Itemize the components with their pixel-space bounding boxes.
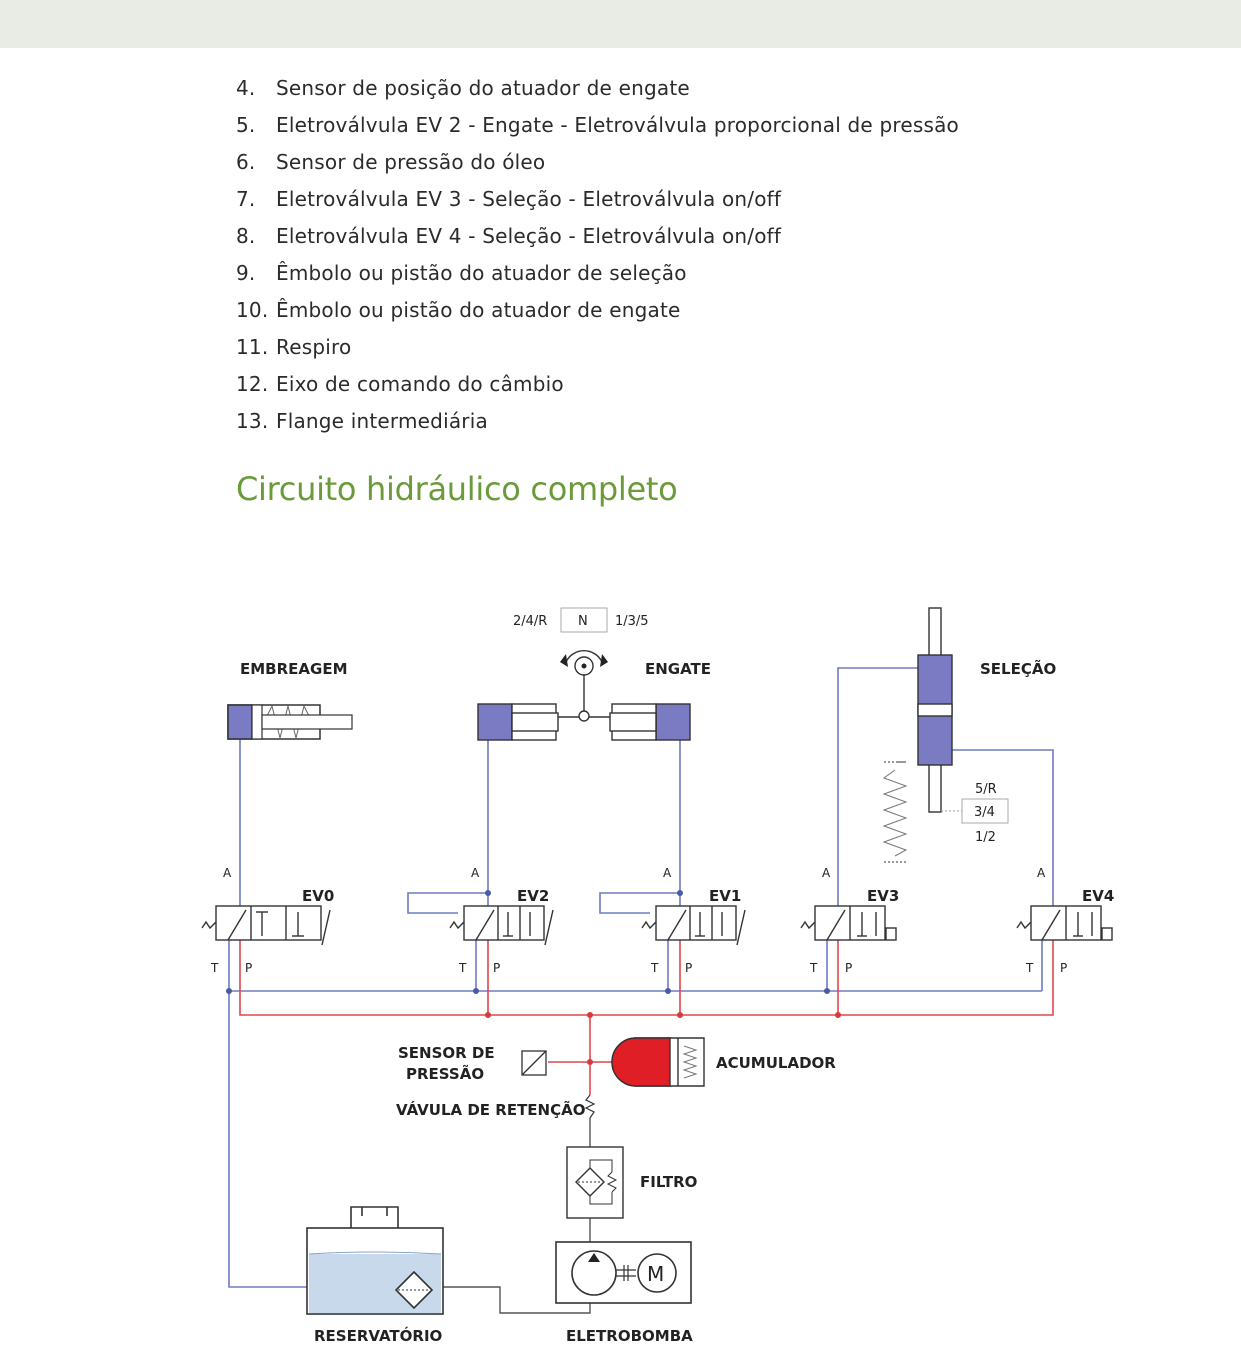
svg-text:P: P: [245, 961, 252, 975]
svg-text:A: A: [822, 866, 831, 880]
list-item: 8.Eletroválvula EV 4 - Seleção - Eletrov…: [236, 224, 782, 248]
return-lines: [228, 667, 1054, 1288]
list-item: 12.Eixo de comando do câmbio: [236, 372, 564, 396]
svg-text:P: P: [845, 961, 852, 975]
svg-text:T: T: [809, 961, 818, 975]
valve-ev1: A EV1 T P: [641, 866, 746, 975]
svg-text:M: M: [647, 1262, 664, 1286]
svg-text:P: P: [1060, 961, 1067, 975]
engate-label: ENGATE: [645, 660, 711, 678]
list-item: 11.Respiro: [236, 335, 352, 359]
svg-text:A: A: [1037, 866, 1046, 880]
eletrobomba-label: ELETROBOMBA: [566, 1327, 693, 1345]
section-title: Circuito hidráulico completo: [236, 470, 678, 508]
list-item: 10.Êmbolo ou pistão do atuador de engate: [236, 298, 681, 322]
svg-text:1/3/5: 1/3/5: [615, 614, 649, 629]
valve-ev4: A EV4 T P: [1016, 866, 1114, 975]
svg-text:EV4: EV4: [1082, 887, 1114, 905]
engage-actuator: [477, 650, 691, 741]
svg-text:EV0: EV0: [302, 887, 334, 905]
svg-text:T: T: [210, 961, 219, 975]
list-item: 6.Sensor de pressão do óleo: [236, 150, 546, 174]
svg-text:EV1: EV1: [709, 887, 741, 905]
sensor-label-line2: PRESSÃO: [406, 1064, 484, 1083]
page-header-band: [0, 0, 1241, 48]
svg-text:P: P: [685, 961, 692, 975]
valve-ev2: A EV2 T P: [449, 866, 554, 975]
junction-dots: [226, 890, 841, 1065]
embreagem-label: EMBREAGEM: [240, 660, 348, 678]
list-item: 9.Êmbolo ou pistão do atuador de seleção: [236, 261, 687, 285]
sensor-label-line1: SENSOR DE: [398, 1044, 495, 1062]
svg-text:A: A: [663, 866, 672, 880]
svg-text:A: A: [223, 866, 232, 880]
accumulator: [611, 1037, 705, 1087]
valve-ev3: A EV3 T P: [800, 866, 899, 975]
pressure-sensor: [521, 1050, 547, 1076]
list-item: 5.Eletroválvula EV 2 - Engate - Eletrová…: [236, 113, 959, 137]
svg-text:P: P: [493, 961, 500, 975]
component-list: 4.Sensor de posição do atuador de engate…: [236, 70, 959, 440]
svg-text:1/2: 1/2: [975, 830, 996, 845]
filtro-label: FILTRO: [640, 1173, 697, 1191]
gear-position-indicator: 2/4/R N 1/3/5: [513, 607, 649, 633]
list-item: 7.Eletroválvula EV 3 - Seleção - Eletrov…: [236, 187, 782, 211]
acumulador-label: ACUMULADOR: [716, 1054, 836, 1072]
svg-text:3/4: 3/4: [974, 805, 995, 820]
svg-text:EV2: EV2: [517, 887, 549, 905]
pressure-lines: [239, 940, 1054, 1095]
svg-text:EV3: EV3: [867, 887, 899, 905]
reservoir: [306, 1206, 444, 1315]
svg-text:A: A: [471, 866, 480, 880]
selection-position-indicator: 5/R 3/4 1/2: [941, 782, 1009, 845]
check-valve: [584, 1094, 596, 1119]
svg-text:2/4/R: 2/4/R: [513, 614, 547, 629]
svg-text:N: N: [578, 614, 588, 629]
svg-text:T: T: [1025, 961, 1034, 975]
list-item: 4.Sensor de posição do atuador de engate: [236, 76, 690, 100]
clutch-cylinder: [227, 704, 353, 740]
check-valve-label: VÁVULA DE RETENÇÃO: [396, 1100, 585, 1119]
list-item: 13.Flange intermediária: [236, 409, 488, 433]
electric-pump: M: [555, 1241, 692, 1304]
svg-text:T: T: [650, 961, 659, 975]
selection-actuator: [882, 607, 953, 863]
svg-text:T: T: [458, 961, 467, 975]
reservatorio-label: RESERVATÓRIO: [314, 1326, 442, 1345]
selecao-label: SELEÇÃO: [980, 659, 1056, 678]
valve-ev0: A EV0 T P: [201, 866, 334, 975]
filter: [566, 1146, 624, 1219]
svg-text:5/R: 5/R: [975, 782, 997, 797]
